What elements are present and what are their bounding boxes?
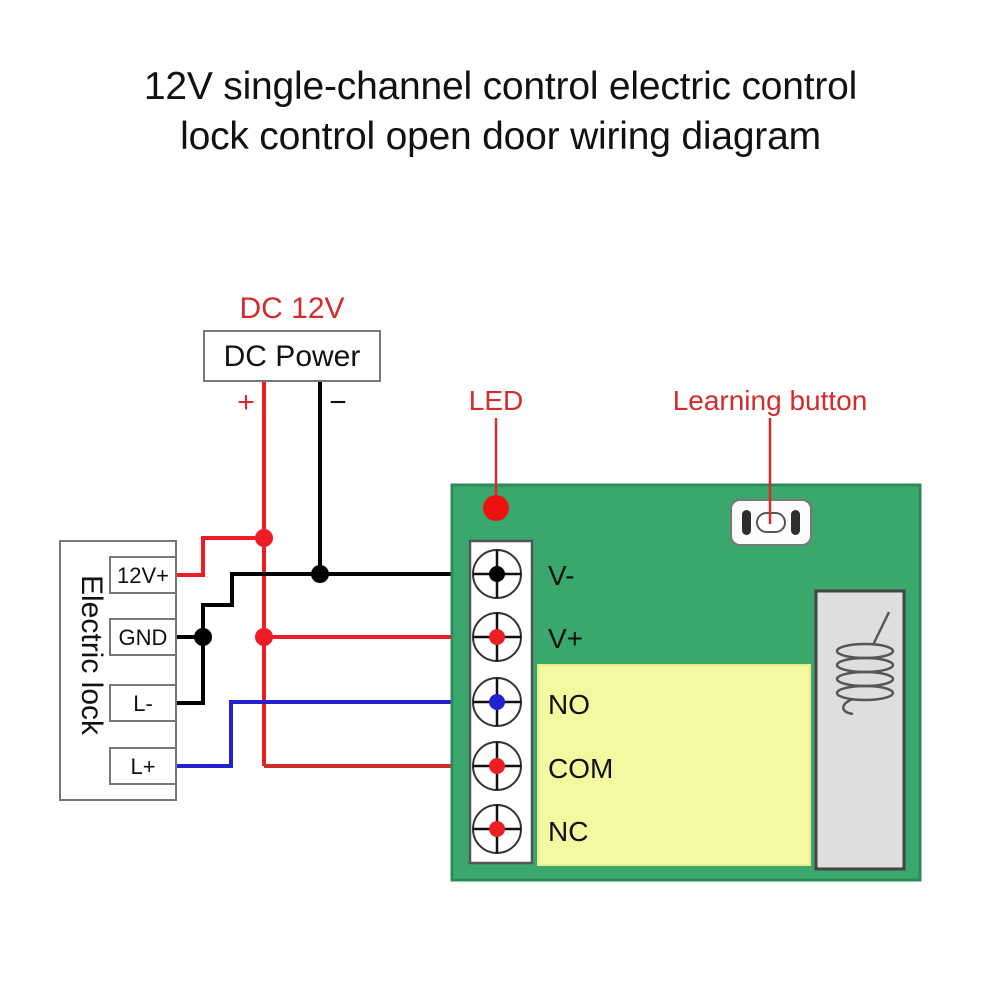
relay-block <box>537 664 811 866</box>
callout-led-label: LED <box>469 385 523 416</box>
receiver-module <box>814 589 906 871</box>
pcb-terminal-no[interactable] <box>472 677 522 727</box>
junction-dot-positive-12v <box>255 529 273 547</box>
wire-lock-12v-to-positive-trunk <box>176 536 264 577</box>
pcb-terminal-label-vplus: V+ <box>548 623 583 654</box>
controller-board[interactable]: V- V+ NO COM NC <box>450 483 922 882</box>
dc-power-box-label: DC Power <box>224 340 361 373</box>
electric-lock-side-label: Electric lock <box>75 575 108 736</box>
callout-learning-button: Learning button <box>673 385 868 524</box>
electric-lock-module[interactable]: Electric lock 12V+ GND L- L+ <box>59 540 177 801</box>
electric-lock-terminal-gnd[interactable]: GND <box>109 618 177 656</box>
dc-12v-label: DC 12V <box>239 292 344 325</box>
electric-lock-terminal-gnd-label: GND <box>119 625 168 650</box>
learning-button-tab-left <box>742 510 751 535</box>
dc-power-supply[interactable]: DC Power DC 12V + − <box>203 292 381 419</box>
pcb-terminal-vplus-dot <box>489 629 505 645</box>
wire-lock-lminus-to-gnd-node <box>176 637 205 705</box>
led-dot <box>483 495 509 521</box>
electric-lock-terminal-lplus-label: L+ <box>130 754 155 779</box>
electric-lock-terminal-12v-box[interactable] <box>109 556 177 594</box>
electric-lock-terminal-lminus[interactable]: L- <box>109 684 177 722</box>
electric-lock-terminal-lplus-box[interactable] <box>109 747 177 785</box>
page-title: 12V single-channel control electric cont… <box>0 62 1001 162</box>
pcb-terminal-vminus[interactable] <box>472 549 522 599</box>
wire-layer <box>176 380 497 768</box>
pcb-terminal-no-dot <box>489 694 505 710</box>
junction-dot-gnd-lminus <box>194 628 212 646</box>
wire-lock-gnd-to-vminus <box>176 572 497 639</box>
pcb-terminal-com-dot <box>489 758 505 774</box>
junction-dot-negative-vminus <box>311 565 329 583</box>
electric-lock-terminal-lplus[interactable]: L+ <box>109 747 177 785</box>
learning-button-tab-right <box>791 510 800 535</box>
pcb-terminal-vminus-dot <box>489 566 505 582</box>
page-title-line-2: lock control open door wiring diagram <box>180 115 821 158</box>
dc-positive-sign: + <box>237 386 255 419</box>
pcb-terminal-strip[interactable] <box>468 539 534 865</box>
led-indicator <box>483 495 509 521</box>
dc-power-box[interactable] <box>203 330 381 382</box>
dc-negative-sign: − <box>329 386 347 419</box>
wire-lock-lplus-to-no <box>176 700 497 768</box>
page-title-line-1: 12V single-channel control electric cont… <box>143 65 858 108</box>
pcb-terminal-nc[interactable] <box>472 804 522 854</box>
callout-learning-button-label: Learning button <box>673 385 868 416</box>
junction-dot-positive-vplus <box>255 628 273 646</box>
electric-lock-terminal-lminus-label: L- <box>133 691 153 716</box>
pcb-terminal-vplus[interactable] <box>472 612 522 662</box>
pcb-terminal-label-nc: NC <box>548 816 588 847</box>
receiver-module-body <box>814 589 906 871</box>
electric-lock-terminal-12v-label: 12V+ <box>117 563 169 588</box>
pcb-terminal-label-no: NO <box>548 689 590 720</box>
electric-lock-terminal-gnd-box[interactable] <box>109 618 177 656</box>
electric-lock-terminal-lminus-box[interactable] <box>109 684 177 722</box>
electric-lock-terminal-12v[interactable]: 12V+ <box>109 556 177 594</box>
antenna-coil-icon <box>835 611 895 716</box>
pcb-terminal-com[interactable] <box>472 741 522 791</box>
pcb-terminal-label-com: COM <box>548 753 613 784</box>
callout-led: LED <box>469 385 523 495</box>
pcb-terminal-label-vminus: V- <box>548 560 574 591</box>
pcb-terminal-nc-dot <box>489 821 505 837</box>
